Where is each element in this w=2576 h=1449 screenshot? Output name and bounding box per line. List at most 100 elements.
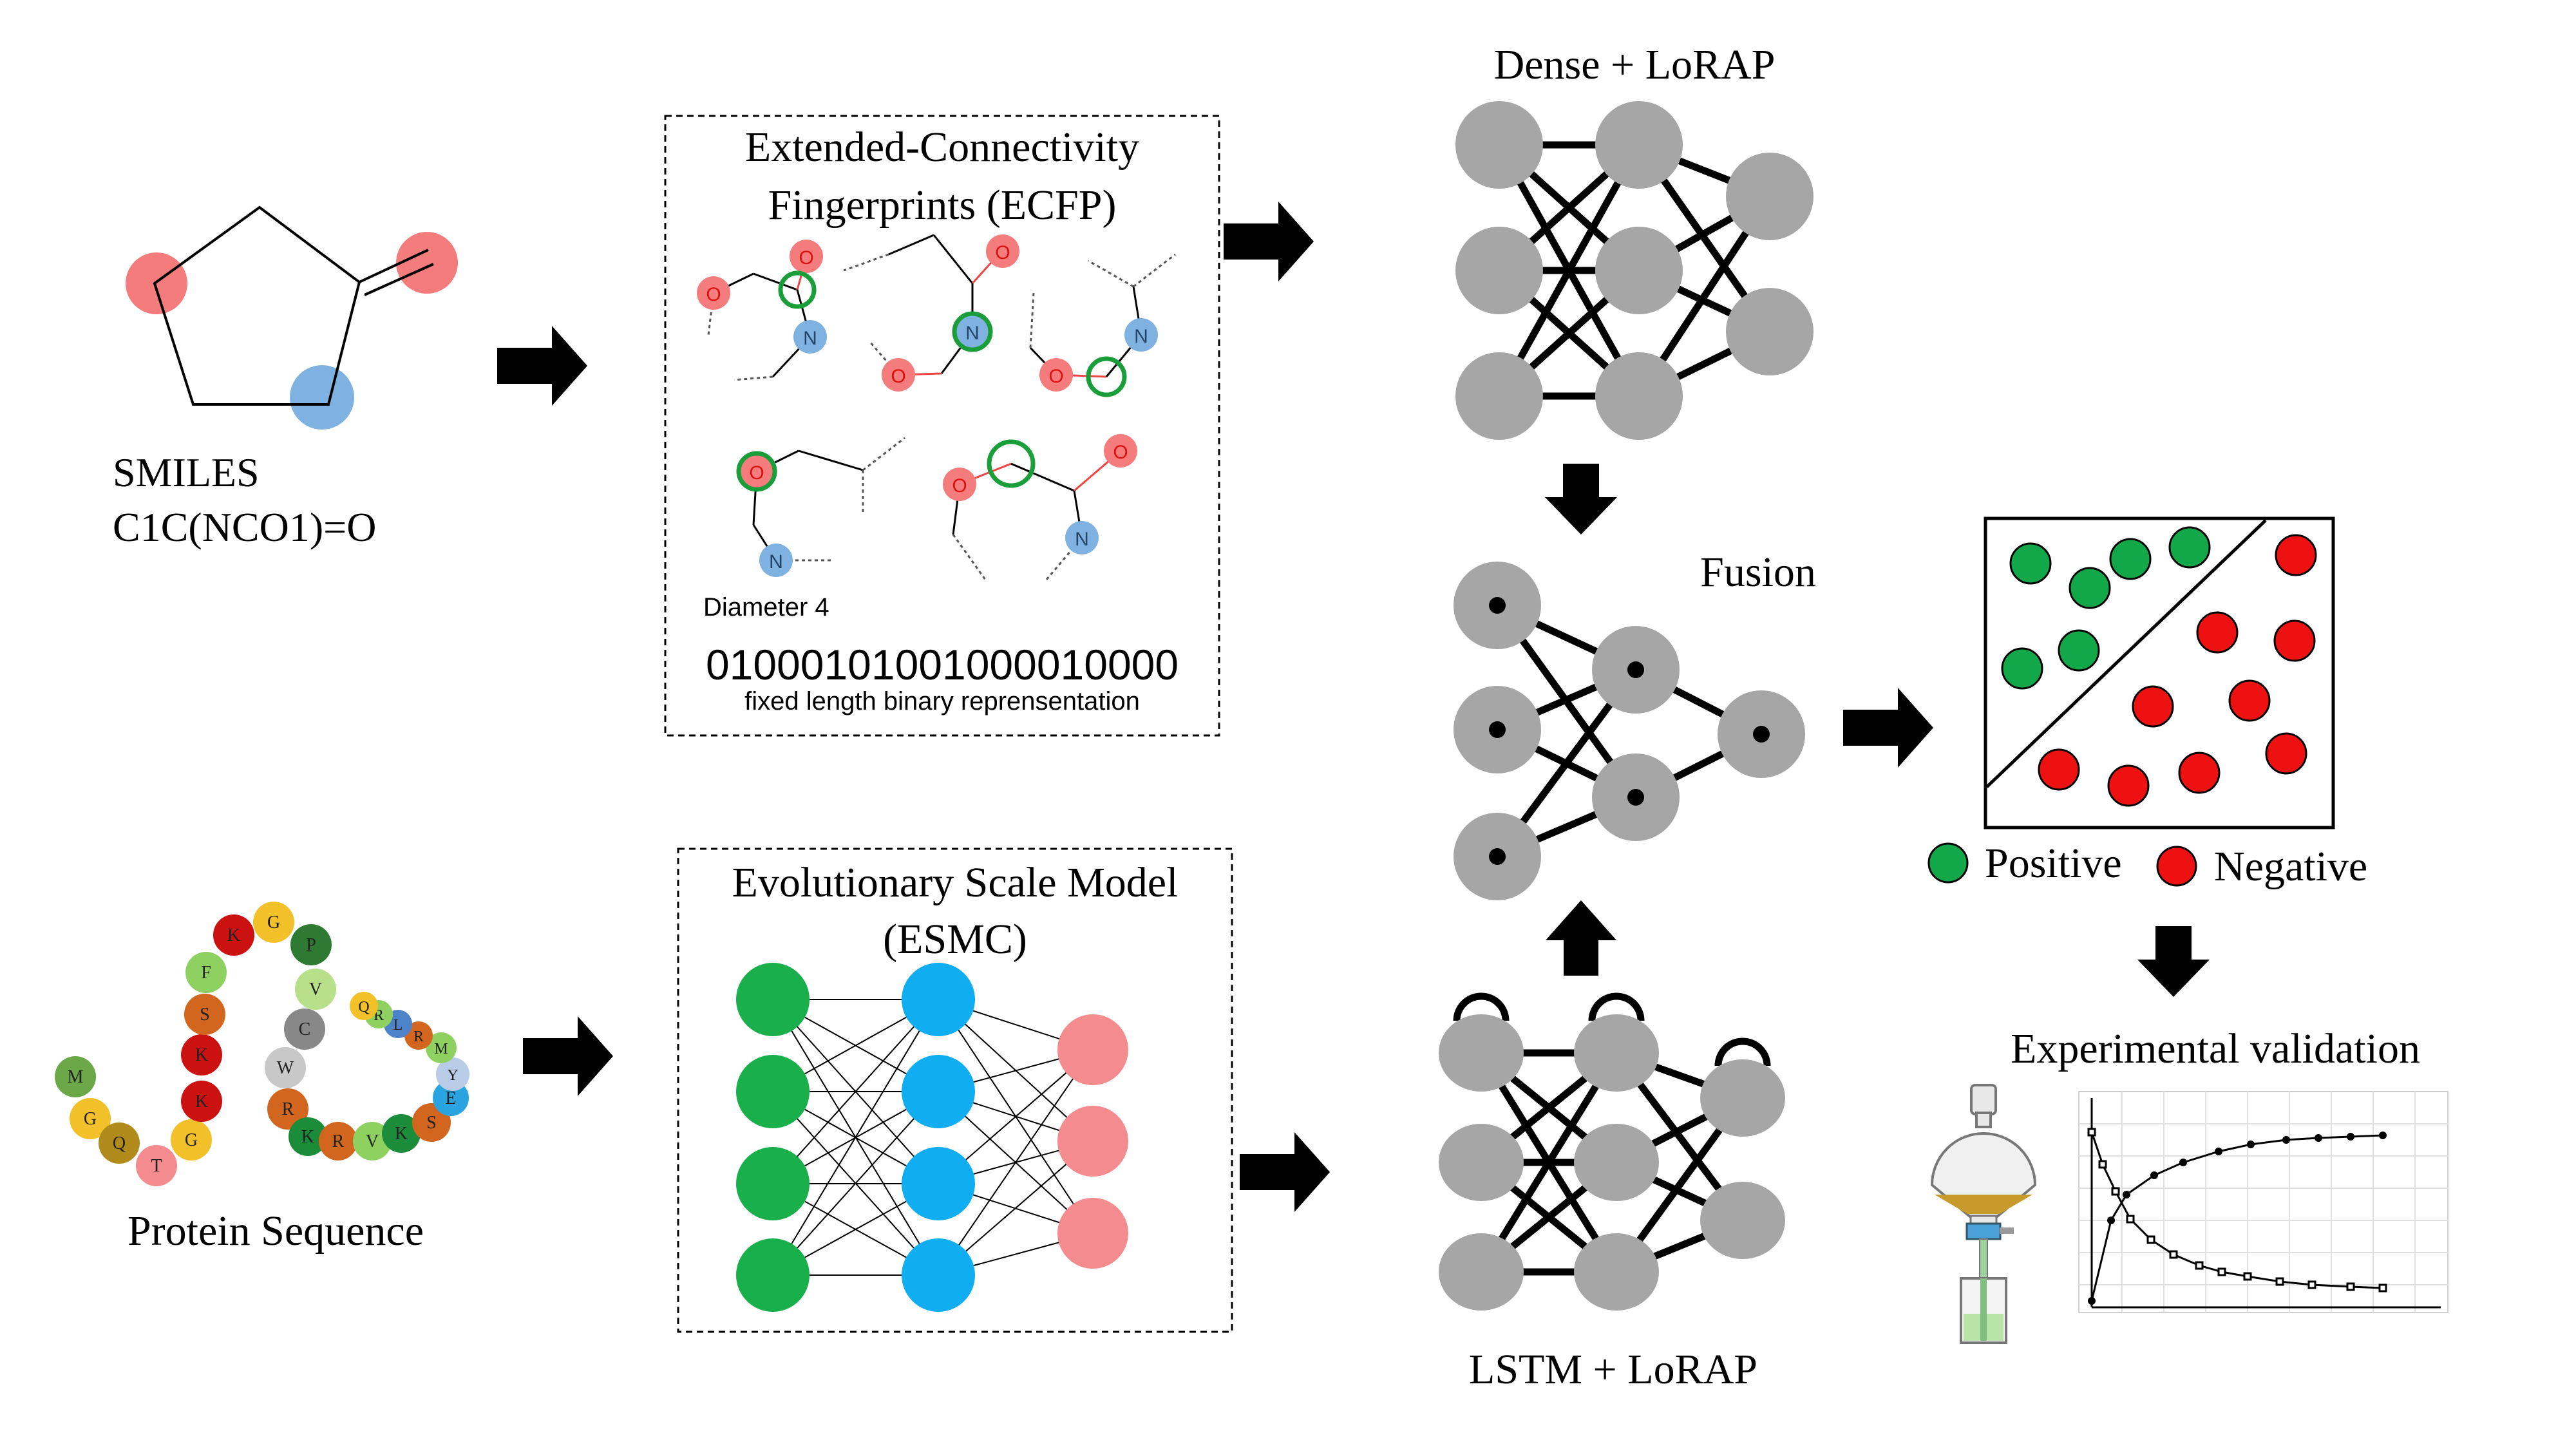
fusion-label: Fusion <box>1700 549 1816 596</box>
ecfp-fragment-4: O N <box>736 437 905 577</box>
residue-bead <box>99 1122 140 1164</box>
svg-text:O: O <box>995 242 1010 263</box>
residue-letter: K <box>227 925 240 945</box>
ring-bonds <box>153 205 361 406</box>
residue-bead <box>185 952 227 993</box>
residue-letter: K <box>195 1092 208 1112</box>
residue-bead <box>55 1056 96 1097</box>
residue-letter: M <box>434 1041 448 1057</box>
residue-letter: E <box>445 1088 456 1108</box>
esmc-box <box>677 848 1233 1333</box>
fusion-network <box>1454 562 1805 900</box>
double-bond-1 <box>359 249 429 283</box>
arrow-esmc-to-lstm <box>1240 1132 1330 1212</box>
residue-bead <box>436 1057 469 1091</box>
residue-bead <box>353 1122 392 1160</box>
residue-letter: W <box>277 1058 294 1078</box>
residue-bead <box>181 1081 222 1122</box>
svg-text:O: O <box>891 366 905 387</box>
positive-samples <box>2001 526 2211 690</box>
double-bond-2 <box>364 263 434 296</box>
residue-bead <box>284 1009 325 1050</box>
positive-label: Positive <box>1985 840 2122 887</box>
ecfp-title-line1: Extended-Connectivity <box>745 124 1139 171</box>
dense-network <box>1455 101 1814 440</box>
arrow-protein-to-esmc <box>523 1016 613 1096</box>
ecfp-fragment-5: O O N <box>943 434 1137 580</box>
residue-letter: K <box>195 1045 208 1065</box>
separatory-flask-icon <box>1930 1084 2037 1344</box>
residue-letter: Q <box>113 1133 126 1153</box>
residue-letter: F <box>201 963 211 983</box>
carbonyl-oxygen-highlight <box>396 232 458 294</box>
residue-bead <box>404 1021 433 1050</box>
residue-letter: C <box>299 1019 311 1039</box>
ecfp-box <box>664 115 1220 737</box>
smiles-label: SMILES <box>113 450 260 495</box>
residue-bead <box>289 1117 327 1156</box>
esmc-network <box>736 963 1128 1312</box>
svg-text:O: O <box>1048 366 1063 387</box>
residue-bead <box>181 1034 222 1075</box>
svg-text:O: O <box>706 284 721 305</box>
residue-letter: P <box>306 935 316 955</box>
residue-letter: R <box>413 1028 424 1045</box>
residue-letter: R <box>282 1099 294 1119</box>
fingerprint-bits: 01000101001000010000 <box>706 641 1179 688</box>
negative-label: Negative <box>2214 843 2367 890</box>
dense-label: Dense + LoRAP <box>1494 41 1776 88</box>
residue-letter: G <box>267 913 280 933</box>
residue-letter: M <box>68 1067 84 1087</box>
ecfp-title-line2: Fingerprints (ECFP) <box>768 182 1117 229</box>
arrow-fusion-to-classification <box>1843 688 1933 768</box>
residue-letter: L <box>393 1017 403 1034</box>
residue-bead <box>253 902 294 943</box>
residue-bead <box>426 1032 457 1063</box>
smiles-string: C1C(NCO1)=O <box>113 504 376 550</box>
residue-bead <box>350 992 378 1020</box>
residue-bead <box>213 914 254 956</box>
residue-letter: G <box>84 1109 97 1129</box>
kinetics-curve-plot <box>2078 1091 2448 1313</box>
negative-samples <box>2038 534 2317 807</box>
lstm-label: LSTM + LoRAP <box>1469 1346 1757 1393</box>
positive-legend-marker <box>1927 842 1969 884</box>
protein-sequence-label: Protein Sequence <box>128 1208 424 1255</box>
residue-letter: V <box>309 980 322 999</box>
svg-text:N: N <box>965 323 980 344</box>
svg-text:O: O <box>799 247 813 269</box>
diameter-label: Diameter 4 <box>703 593 829 621</box>
residue-bead <box>267 1088 308 1130</box>
residue-letter: G <box>185 1130 198 1150</box>
residue-bead <box>290 924 332 965</box>
svg-text:N: N <box>769 551 783 573</box>
residue-bead <box>319 1122 357 1160</box>
lstm-network <box>1439 992 1785 1311</box>
arrow-classification-to-validation <box>2137 926 2210 997</box>
residue-bead <box>70 1098 111 1139</box>
svg-text:N: N <box>803 328 817 349</box>
residue-letter: Y <box>447 1067 458 1084</box>
smiles-molecule <box>126 205 458 430</box>
residue-letter: K <box>395 1124 408 1144</box>
svg-text:N: N <box>1075 529 1089 550</box>
svg-text:O: O <box>749 462 764 484</box>
residue-letter: S <box>426 1113 437 1133</box>
residue-letter: S <box>200 1005 210 1025</box>
svg-text:O: O <box>1113 442 1128 463</box>
arrow-smiles-to-ecfp <box>497 326 587 406</box>
esmc-title-line1: Evolutionary Scale Model <box>732 859 1179 906</box>
residue-bead <box>382 1114 421 1153</box>
residue-letter: Q <box>358 999 369 1016</box>
residue-bead <box>265 1047 306 1088</box>
residue-bead <box>295 969 336 1010</box>
arrow-dense-to-fusion <box>1545 464 1617 535</box>
esmc-title-line2: (ESMC) <box>883 916 1027 963</box>
residue-bead <box>184 994 225 1035</box>
residue-letter: R <box>332 1132 345 1151</box>
decision-boundary <box>1985 519 2267 788</box>
ecfp-fragment-2: O O N <box>843 234 1019 392</box>
residue-bead <box>171 1119 212 1160</box>
